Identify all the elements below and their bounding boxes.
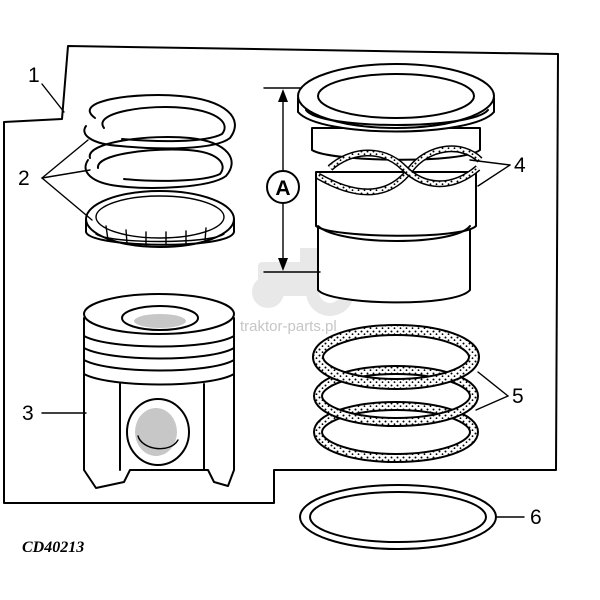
callout-4: 4 <box>514 154 526 177</box>
seal-rings <box>312 324 480 463</box>
piston <box>83 293 235 489</box>
callout-1: 1 <box>28 64 40 87</box>
oil-ring-slots <box>105 225 207 246</box>
watermark-text: traktor-parts.pl <box>240 318 337 335</box>
callout-2: 2 <box>18 167 30 190</box>
dimension-a-badge <box>266 170 300 204</box>
leader-lines <box>41 83 525 518</box>
dimension-a-label: A <box>275 177 290 200</box>
callout-6: 6 <box>530 506 542 529</box>
dimension-a: A <box>263 87 321 273</box>
o-ring <box>299 484 497 550</box>
arrow-up-icon <box>278 89 288 102</box>
cylinder-liner <box>297 63 495 304</box>
figure-code: CD40213 <box>22 539 84 556</box>
callout-3: 3 <box>22 402 34 425</box>
piston-rings <box>83 93 236 248</box>
callout-labels: 1 2 3 4 5 6 <box>18 64 542 529</box>
frame-outline <box>3 45 559 504</box>
callout-5: 5 <box>512 385 524 408</box>
arrow-down-icon <box>278 258 288 271</box>
